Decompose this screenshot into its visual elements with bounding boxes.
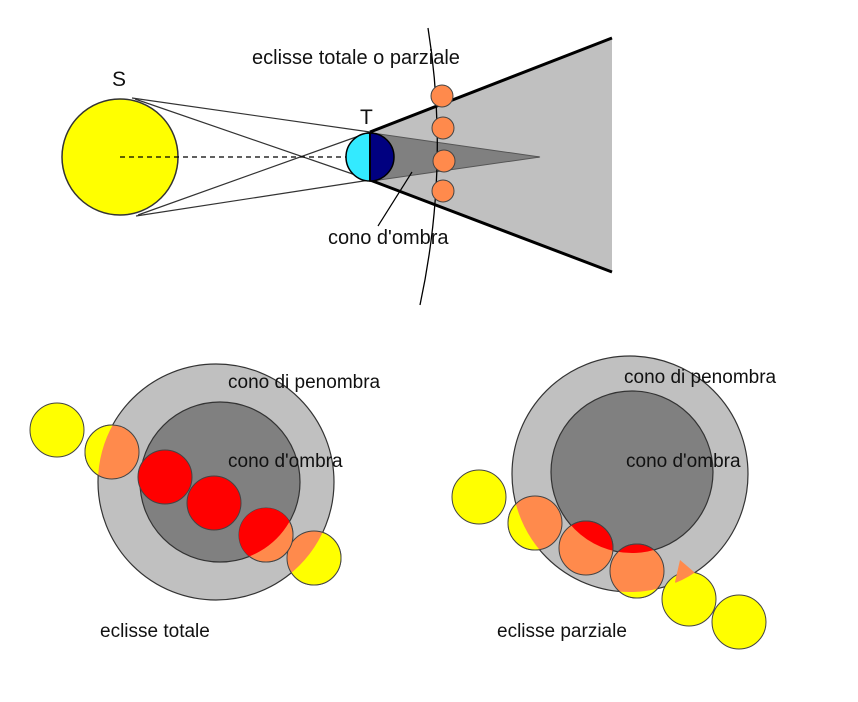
top-diagram: S T eclisse totale o parziale cono d'omb…: [61, 27, 613, 306]
partial-eclipse-panel: cono di penombra cono d'ombra eclisse pa…: [451, 355, 777, 650]
moon-outside: [29, 402, 85, 458]
penumbra-edge-top: [369, 36, 613, 134]
sun-label: S: [112, 68, 126, 91]
earth: [345, 132, 395, 182]
moon-umbral: [137, 449, 193, 505]
moon-umbral: [186, 475, 242, 531]
moon-outside: [711, 594, 767, 650]
orbit-moons: [430, 84, 456, 203]
orbit-moon: [431, 179, 455, 203]
penumbra-label: cono di penombra: [228, 372, 381, 393]
orbit-moon: [430, 84, 454, 108]
eclipse-caption: eclisse parziale: [497, 621, 627, 642]
moon-outside: [661, 571, 717, 627]
eclipse-caption: eclisse totale: [100, 621, 210, 642]
sun-rays: [131, 97, 371, 217]
earth-label: T: [360, 106, 373, 129]
umbra-label: cono d'ombra: [228, 451, 343, 472]
penumbra-edge-bottom: [369, 178, 613, 274]
umbra-label: cono d'ombra: [328, 227, 449, 249]
moon-outside: [451, 469, 507, 525]
orbit-moon: [432, 149, 456, 173]
orbit-moon: [431, 116, 455, 140]
total-eclipse-panel: cono di penombra cono d'ombra eclisse to…: [29, 363, 381, 642]
orbit-label: eclisse totale o parziale: [252, 47, 460, 69]
umbra-label: cono d'ombra: [626, 451, 741, 472]
umbra-pointer: [377, 171, 413, 227]
penumbra-label: cono di penombra: [624, 367, 777, 388]
